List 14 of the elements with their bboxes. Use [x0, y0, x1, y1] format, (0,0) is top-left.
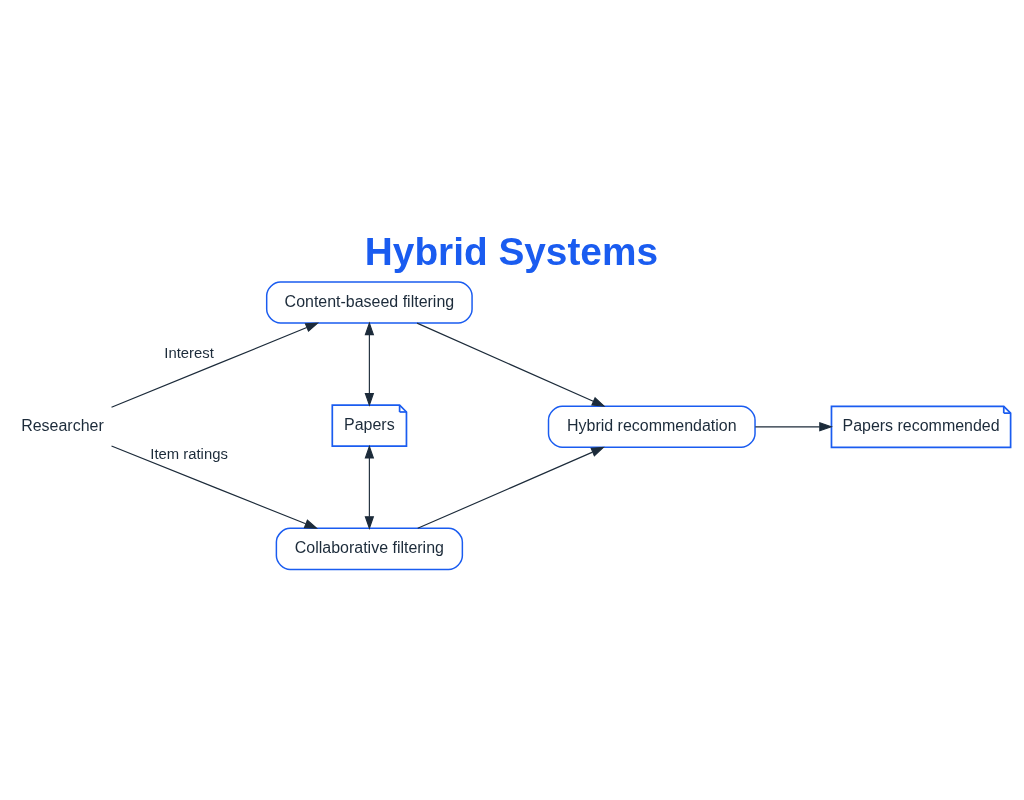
node-text: Researcher — [21, 417, 104, 435]
diagram-title: Hybrid Systems — [364, 230, 658, 274]
arrow — [364, 321, 375, 407]
node-box: Collaborative filtering — [275, 527, 464, 571]
node-box: Hybrid recommendation — [547, 405, 756, 449]
edge-label: Item ratings — [150, 446, 228, 463]
arrow — [754, 422, 833, 432]
arrow — [110, 322, 320, 408]
arrow — [416, 322, 606, 407]
arrow — [364, 444, 375, 530]
arrow — [417, 446, 605, 529]
node-box: Content-baseed filtering — [265, 281, 473, 324]
arrow — [110, 445, 319, 529]
edge-label: Interest — [164, 344, 214, 361]
